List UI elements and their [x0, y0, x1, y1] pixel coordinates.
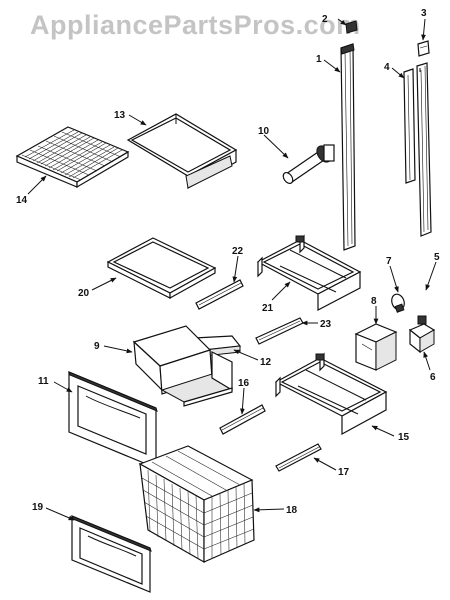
part-19-drawer-front[interactable]	[71, 515, 152, 593]
label-2: 2	[322, 14, 328, 25]
part-21-drawer-frame[interactable]	[256, 234, 362, 311]
part-23-rail[interactable]	[255, 317, 304, 345]
label-18: 18	[286, 505, 298, 516]
part-6-light-socket[interactable]	[408, 315, 436, 354]
label-6: 6	[430, 372, 436, 383]
watermark-text: AppliancePartsPros.com	[30, 10, 361, 40]
part-8-control-box[interactable]	[354, 323, 398, 371]
part-3-clip[interactable]	[417, 40, 430, 57]
part-13-shelf-frame[interactable]	[126, 113, 238, 190]
part-17-rail[interactable]	[275, 443, 322, 472]
part-22-rail[interactable]	[195, 279, 244, 310]
part-20-glass-shelf[interactable]	[106, 237, 217, 300]
label-15: 15	[398, 432, 410, 443]
label-9: 9	[94, 341, 100, 352]
label-23: 23	[320, 319, 332, 330]
label-11: 11	[38, 376, 49, 387]
label-4: 4	[384, 62, 390, 73]
label-21: 21	[262, 303, 274, 314]
label-19: 19	[32, 502, 44, 513]
part-5-vertical-trim[interactable]	[416, 62, 432, 237]
label-12: 12	[260, 357, 272, 368]
part-7-light-bulb[interactable]	[390, 292, 407, 313]
part-labels: 2 3 1 4 13 10 14 22 7 5 20 21 8 23 9 12 …	[16, 8, 440, 516]
part-16-rail[interactable]	[219, 404, 266, 435]
label-3: 3	[421, 8, 427, 19]
label-13: 13	[114, 110, 126, 121]
label-17: 17	[338, 467, 350, 478]
label-1: 1	[316, 54, 322, 65]
part-10-shaft[interactable]	[281, 143, 335, 185]
label-14: 14	[16, 195, 28, 206]
part-11-drawer-front[interactable]	[68, 371, 158, 469]
part-14-glass-shelf[interactable]	[15, 126, 130, 189]
label-16: 16	[238, 378, 250, 389]
label-10: 10	[258, 126, 270, 137]
part-4-vertical-trim[interactable]	[403, 68, 416, 184]
part-15-drawer-frame[interactable]	[274, 352, 388, 436]
part-2-trim-cap[interactable]	[345, 20, 358, 34]
part-1-vertical-trim[interactable]	[340, 43, 356, 251]
label-5: 5	[434, 252, 440, 263]
label-20: 20	[78, 288, 90, 299]
label-7: 7	[386, 256, 392, 267]
label-8: 8	[371, 296, 377, 307]
part-9-deli-drawer[interactable]	[132, 325, 234, 407]
part-18-wire-basket[interactable]	[138, 445, 255, 564]
leader-lines	[27, 18, 437, 521]
label-22: 22	[232, 246, 244, 257]
